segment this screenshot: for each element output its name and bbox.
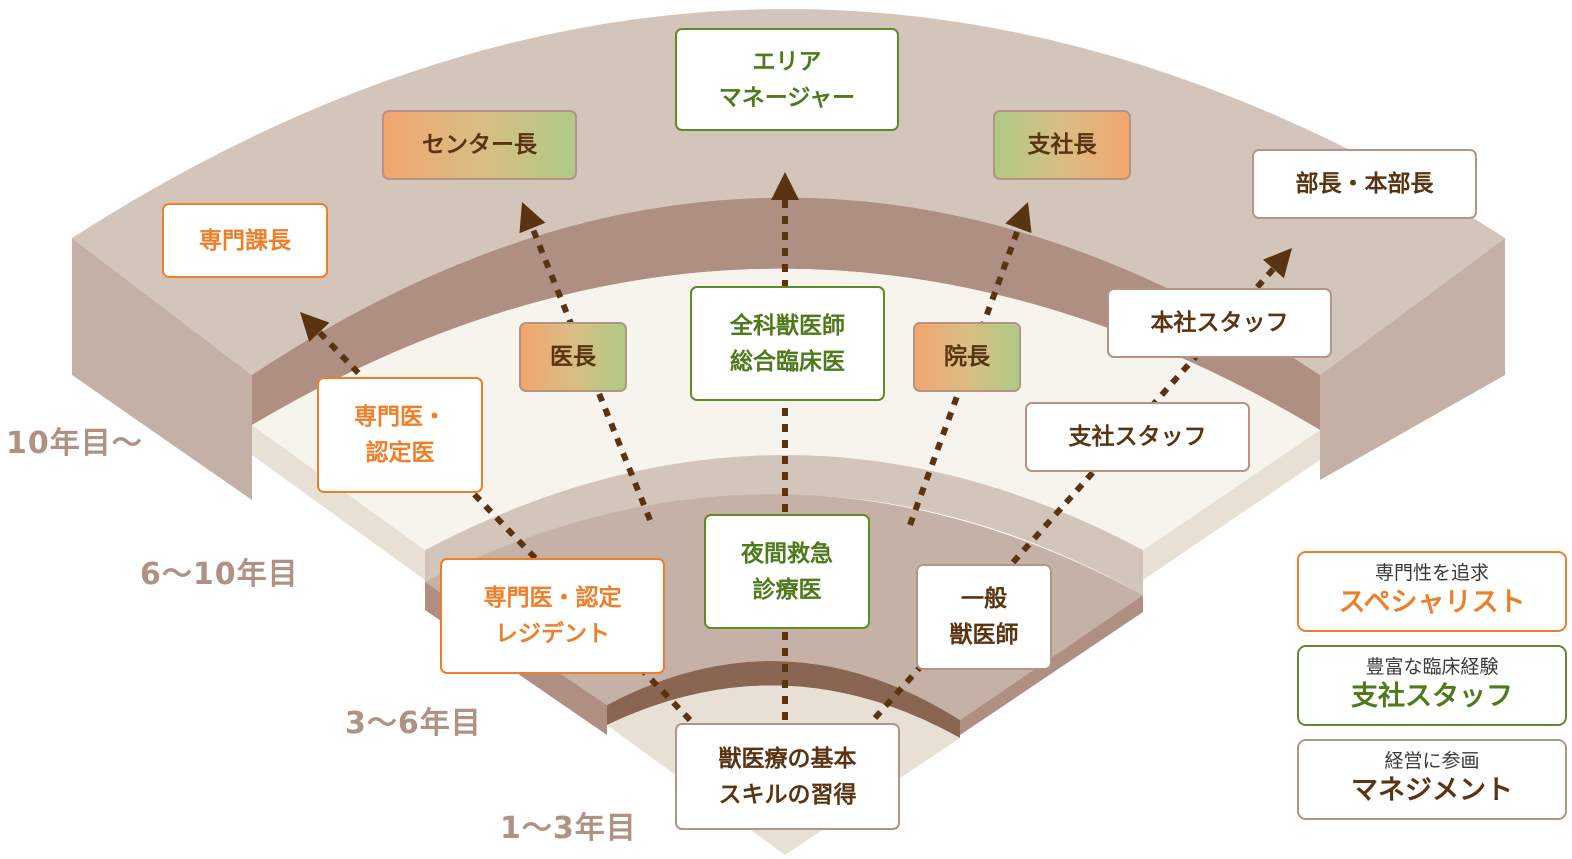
legend-management-main: マネジメント [1351, 775, 1513, 806]
tier4-right-side [1320, 238, 1505, 480]
node-branch-head: 支社長 [993, 110, 1131, 180]
node-head-office-staff: 本社スタッフ [1107, 288, 1332, 358]
arrow-to-dept-head-head-icon [1262, 248, 1292, 279]
arrow-to-branch-head-head-icon [1005, 202, 1032, 234]
node-section-chief: 専門課長 [162, 203, 328, 278]
year-label-6-10: 6〜10年目 [140, 557, 299, 592]
tier3-right-side [1143, 430, 1320, 580]
arrow-to-center-head-head-icon [519, 202, 546, 234]
tier4-left-side [72, 238, 252, 500]
tier2-inner-wall [607, 660, 960, 738]
legend-branch-staff-sub: 豊富な臨床経験 [1365, 656, 1499, 678]
year-label-1-3: 1〜3年目 [500, 811, 637, 846]
node-area-manager: エリア マネージャー [675, 28, 899, 131]
node-hospital-director: 院長 [913, 322, 1021, 392]
arrow-to-area-manager-head-icon [771, 172, 799, 200]
node-center-head: センター長 [382, 110, 577, 180]
legend-management-sub: 経営に参画 [1384, 750, 1480, 772]
legend-branch-staff: 豊富な臨床経験 支社スタッフ [1297, 645, 1567, 726]
legend-specialist-sub: 専門性を追求 [1374, 562, 1489, 584]
legend-specialist-main: スペシャリスト [1338, 587, 1526, 618]
tier2-rim [425, 455, 1143, 595]
tier4-inner-wall [252, 197, 1320, 430]
node-specialist-resident: 専門医・認定 レジデント [440, 558, 665, 674]
node-branch-office-staff: 支社スタッフ [1025, 402, 1250, 472]
legend-branch-staff-main: 支社スタッフ [1351, 681, 1513, 712]
year-label-10plus: 10年目〜 [6, 426, 143, 461]
arrow-to-section-chief-head-icon [300, 312, 330, 342]
node-general-vet: 一般 獣医師 [916, 564, 1052, 670]
node-dept-head: 部長・本部長 [1252, 149, 1477, 219]
node-chief-doctor: 医長 [519, 322, 627, 392]
tier3-left-side [252, 425, 425, 580]
node-basic-skills: 獣医療の基本 スキルの習得 [675, 723, 900, 830]
node-specialist-certified: 専門医・ 認定医 [317, 377, 483, 493]
node-general-clinician: 全科獣医師 総合臨床医 [690, 286, 885, 401]
legend-management: 経営に参画 マネジメント [1297, 739, 1567, 820]
node-night-emergency: 夜間救急 診療医 [704, 514, 870, 629]
year-label-3-6: 3〜6年目 [345, 706, 482, 741]
legend-specialist: 専門性を追求 スペシャリスト [1297, 551, 1567, 632]
